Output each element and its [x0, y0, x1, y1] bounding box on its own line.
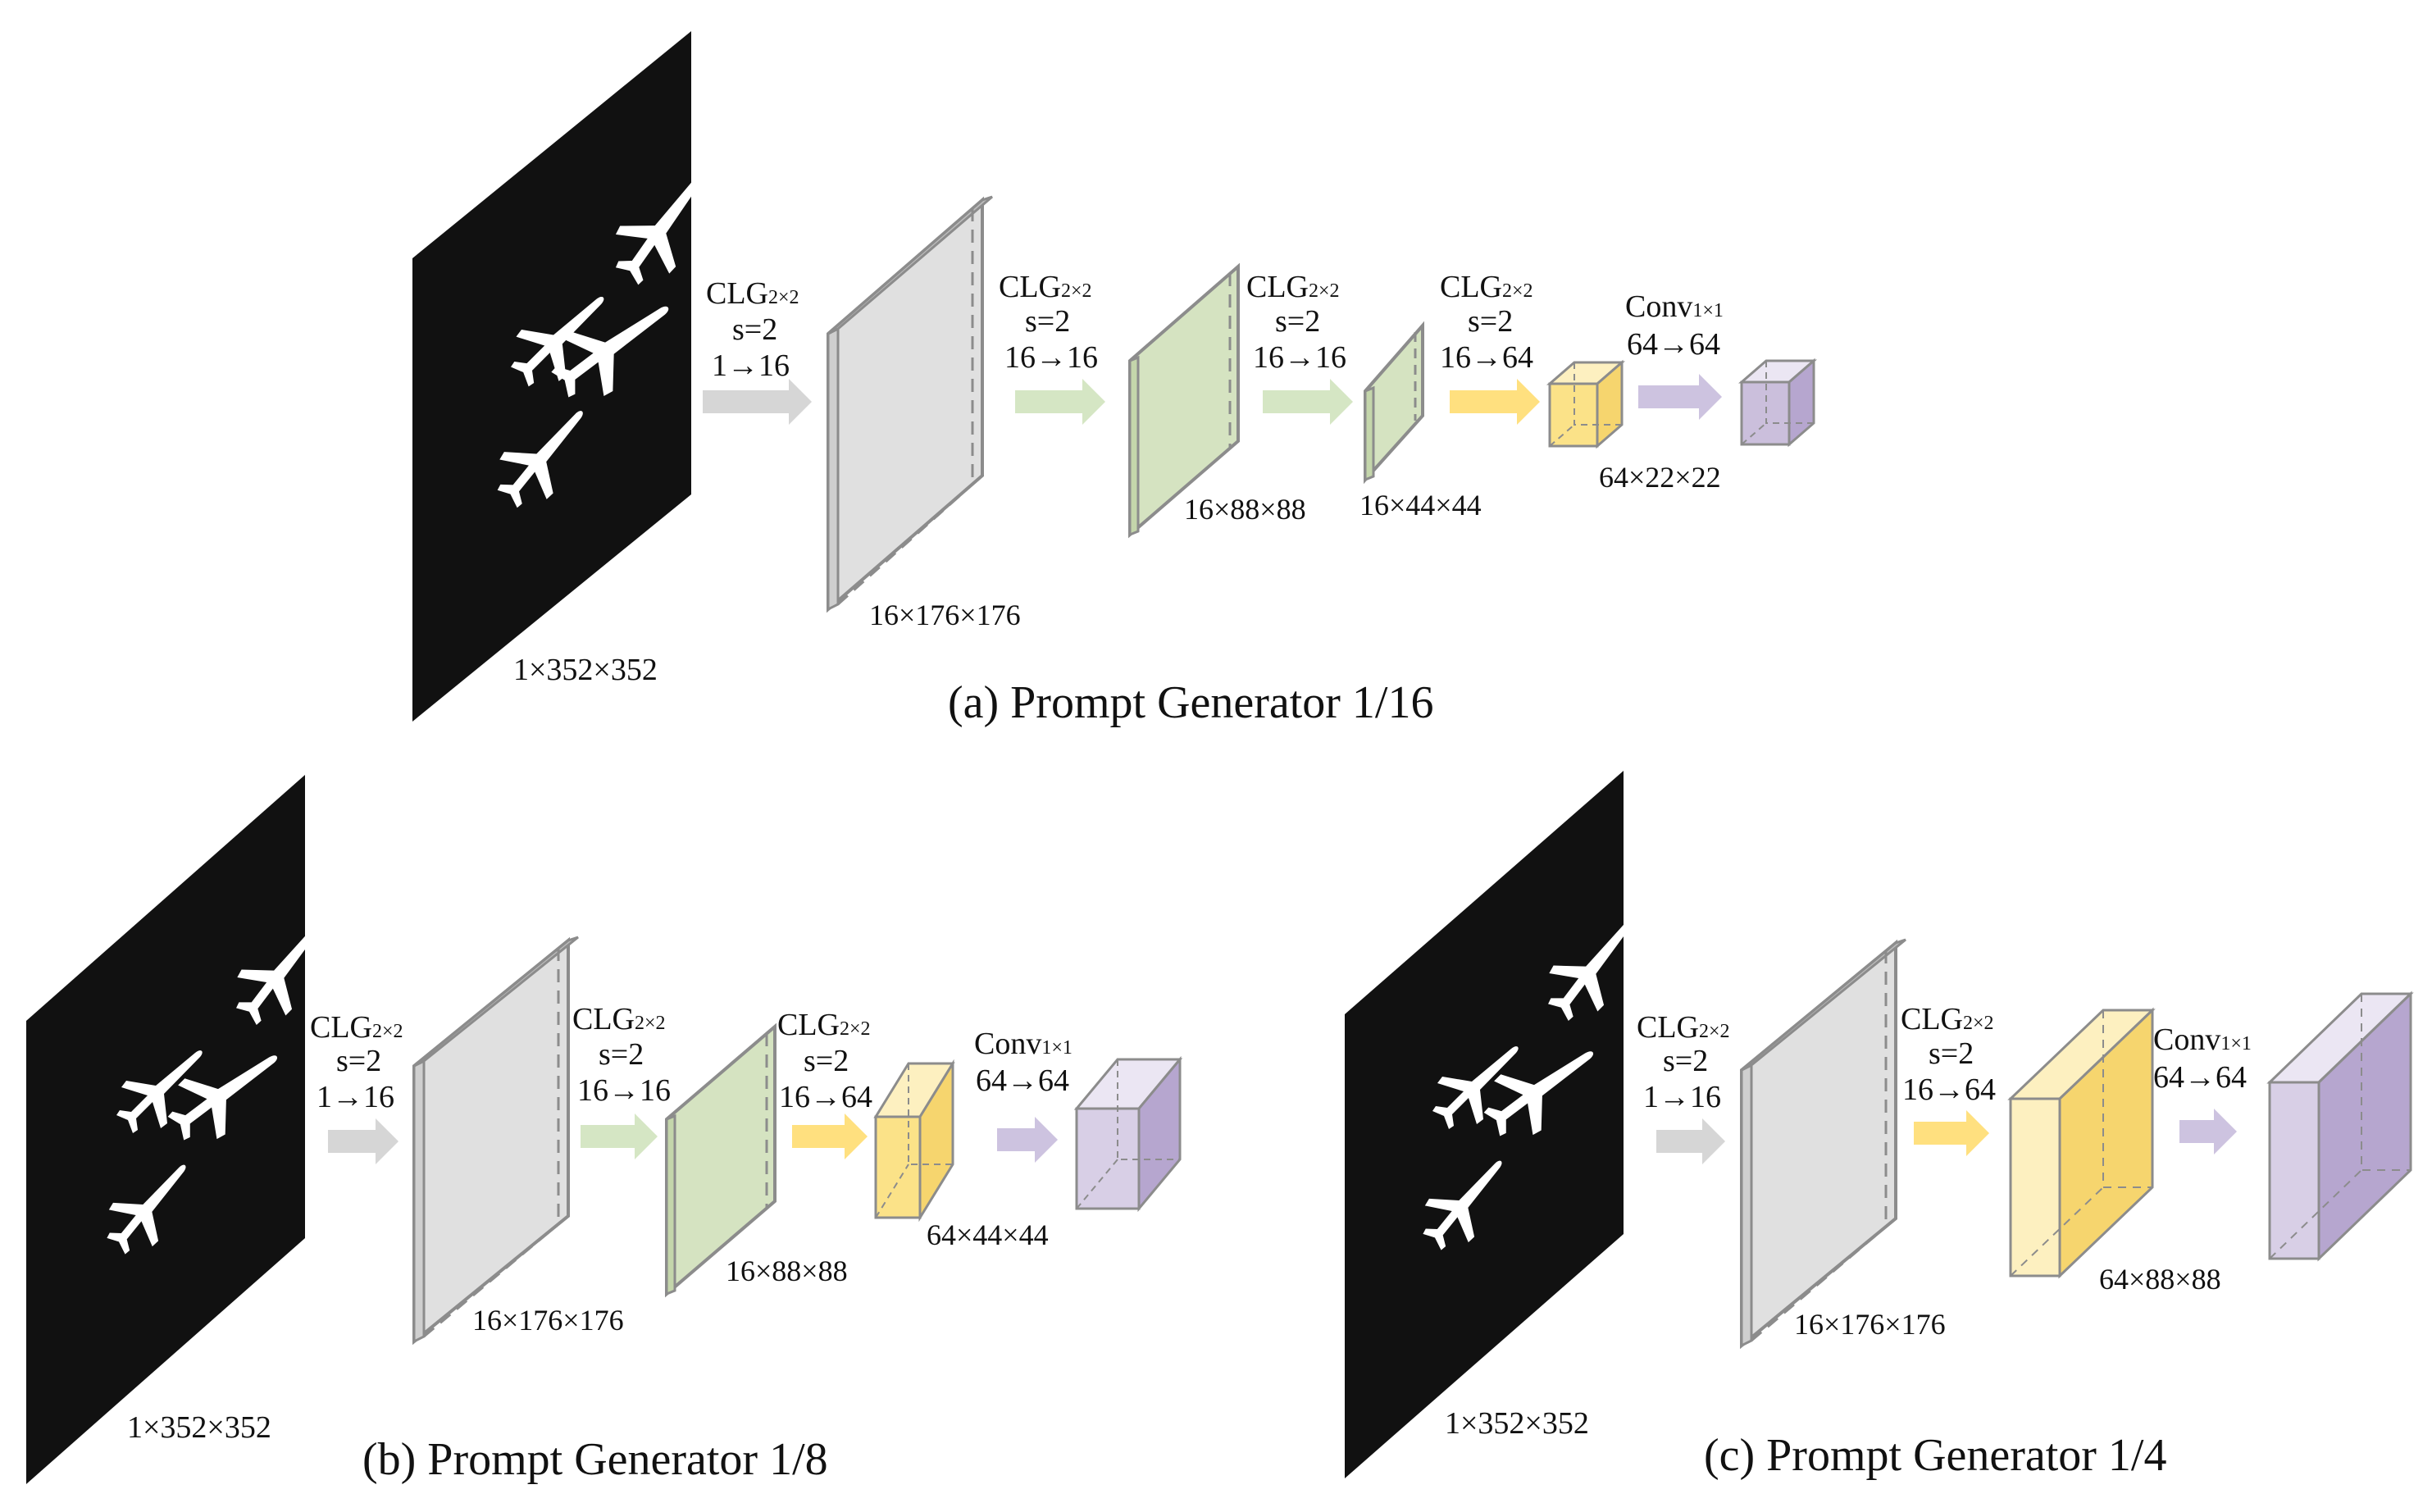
input-mask-image — [26, 775, 305, 1484]
channels-label: 16→64 — [779, 1080, 872, 1114]
right-arrow-icon — [328, 1118, 399, 1164]
feature-dim-label: 64×44×44 — [927, 1218, 1049, 1251]
right-arrow-icon — [1263, 379, 1353, 425]
stride-label: s=2 — [599, 1037, 644, 1072]
stride-label: s=2 — [1929, 1036, 1974, 1071]
channels-label: 16→64 — [1902, 1073, 1996, 1107]
stride-label: s=2 — [336, 1044, 381, 1078]
channels-label: 1→16 — [712, 348, 790, 383]
feature-map-slab — [412, 936, 579, 1346]
feature-dim-label: 64×22×22 — [1599, 461, 1721, 494]
op-label: CLG2×2 — [572, 1002, 666, 1036]
feature-dim-label: 16×176×176 — [869, 599, 1021, 631]
feature-dim-label: 16×176×176 — [472, 1304, 624, 1337]
input-mask-image — [412, 31, 691, 722]
feature-map-slab — [1128, 262, 1240, 539]
stride-label: s=2 — [804, 1044, 849, 1078]
op-label: CLG2×2 — [1246, 270, 1340, 304]
channels-label: 16→16 — [1253, 340, 1346, 375]
feature-dim-label: 16×88×88 — [726, 1255, 848, 1287]
op-label: Conv1×1 — [2153, 1022, 2252, 1057]
feature-dim-label: 16×176×176 — [1794, 1308, 1946, 1341]
channels-label: 16→16 — [1004, 340, 1098, 375]
input-dim-label: 1×352×352 — [1445, 1406, 1589, 1441]
feature-map-slab — [665, 1022, 777, 1298]
stride-label: s=2 — [1275, 304, 1320, 339]
channels-label: 1→16 — [1643, 1080, 1721, 1114]
panel-a: 1×352×352 CLG2×2 s=2 1→16 16×176×176 CLG… — [412, 31, 1818, 728]
op-label: CLG2×2 — [777, 1008, 871, 1042]
feature-map-slab — [1364, 321, 1424, 485]
feature-dim-label: 64×88×88 — [2099, 1263, 2221, 1296]
op-label: CLG2×2 — [999, 270, 1092, 304]
feature-cube — [1073, 1055, 1183, 1213]
right-arrow-icon — [1015, 379, 1105, 425]
channels-label: 64→64 — [2153, 1060, 2247, 1095]
stride-label: s=2 — [732, 312, 777, 347]
op-label: CLG2×2 — [1637, 1010, 1730, 1045]
panel-caption: (b) Prompt Generator 1/8 — [362, 1434, 828, 1485]
feature-cube — [2007, 1007, 2156, 1279]
channels-label: 16→16 — [577, 1073, 671, 1108]
right-arrow-icon — [1656, 1118, 1725, 1164]
op-label: Conv1×1 — [974, 1027, 1073, 1061]
channels-label: 64→64 — [976, 1063, 1069, 1098]
channels-label: 16→64 — [1440, 340, 1533, 375]
feature-dim-label: 16×88×88 — [1184, 493, 1306, 526]
right-arrow-icon — [997, 1117, 1058, 1163]
op-label: CLG2×2 — [1440, 270, 1533, 304]
feature-cube — [873, 1059, 955, 1223]
right-arrow-icon — [1914, 1110, 1989, 1156]
op-label: Conv1×1 — [1625, 289, 1724, 324]
channels-label: 1→16 — [317, 1080, 394, 1114]
right-arrow-icon — [2179, 1109, 2237, 1154]
right-arrow-icon — [792, 1114, 868, 1159]
right-arrow-icon — [1450, 379, 1540, 425]
input-mask-image — [1345, 771, 1624, 1478]
input-dim-label: 1×352×352 — [127, 1410, 271, 1445]
op-label: CLG2×2 — [1901, 1002, 1994, 1036]
panel-c: 1×352×352 CLG2×2 s=2 1→16 16×176×176 CLG… — [1345, 771, 2414, 1481]
panel-b: 1×352×352 CLG2×2 s=2 1→16 16×176×176 CLG… — [26, 775, 1183, 1485]
feature-map-slab — [1740, 938, 1906, 1350]
op-label: CLG2×2 — [706, 276, 799, 311]
op-label: CLG2×2 — [310, 1010, 403, 1045]
channels-label: 64→64 — [1627, 327, 1720, 362]
stride-label: s=2 — [1025, 304, 1070, 339]
feature-cube — [2266, 991, 2414, 1262]
right-arrow-icon — [581, 1114, 658, 1159]
panel-caption: (a) Prompt Generator 1/16 — [948, 677, 1433, 728]
feature-cube — [1546, 359, 1626, 449]
panel-caption: (c) Prompt Generator 1/4 — [1704, 1430, 2166, 1481]
right-arrow-icon — [1638, 374, 1722, 420]
feature-map-slab — [827, 195, 993, 613]
stride-label: s=2 — [1468, 304, 1513, 339]
feature-dim-label: 16×44×44 — [1359, 489, 1482, 521]
feature-cube — [1737, 358, 1818, 448]
right-arrow-icon — [703, 379, 812, 425]
input-dim-label: 1×352×352 — [513, 653, 658, 687]
stride-label: s=2 — [1663, 1044, 1708, 1078]
